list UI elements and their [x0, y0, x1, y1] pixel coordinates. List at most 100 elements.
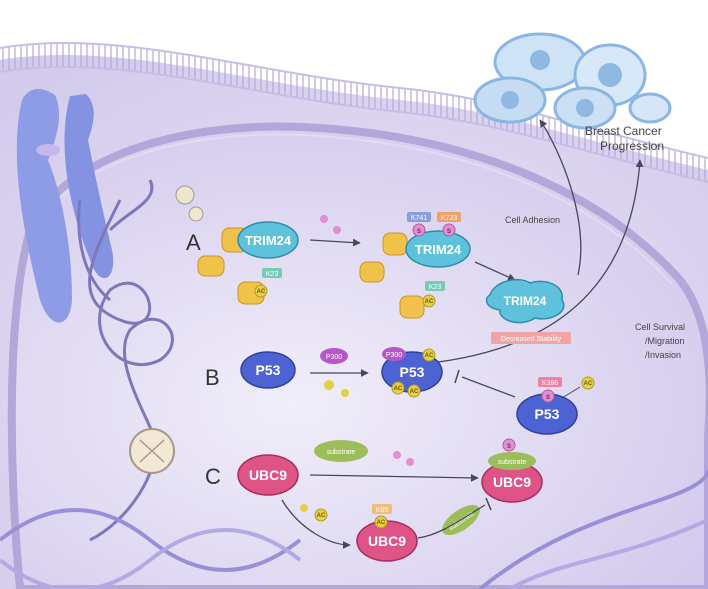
acetyl-label-b2: AC: [394, 386, 403, 392]
p300-label-2: P300: [386, 352, 402, 359]
p300-label: P300: [326, 354, 342, 361]
arrow-c-1: [309, 473, 479, 482]
p53-label-3: P53: [535, 406, 560, 422]
acetyl-label-1: AC: [257, 289, 266, 295]
cancer-cells-icon: [473, 32, 672, 130]
trim24-sumoylated-protein: TRIM24: [405, 230, 471, 268]
trim24-protein: TRIM24: [237, 221, 299, 259]
sumo-dot-b: [333, 226, 341, 234]
inhibition-bar-c: [485, 497, 492, 511]
adhesion-arrow: [539, 119, 582, 276]
trim24-label: TRIM24: [245, 233, 292, 248]
trim24-label-2: TRIM24: [415, 242, 462, 257]
p53-protein: P53: [240, 351, 296, 389]
sumo-label-c: S: [507, 444, 511, 450]
substrate-2: substrate: [488, 452, 536, 470]
arrow-c-2: [281, 499, 351, 549]
acetyl-mod-b4: AC: [581, 376, 595, 390]
ubc9-sumoylated-protein: UBC9: [481, 461, 543, 503]
dna-helix-icon: [0, 469, 708, 589]
nucleosome-stack-2: [359, 232, 425, 319]
acetyl-label-b3: AC: [410, 389, 419, 395]
acetyl-mod-c1: AC: [314, 508, 328, 522]
trim24-label-3: TRIM24: [504, 294, 547, 308]
panel-c: UBC9 substrate UBC9 substrate S AC: [237, 438, 543, 562]
k65-label: K65: [376, 507, 389, 514]
acetyl-dot-b2: [341, 389, 349, 397]
ubc9-label-2: UBC9: [493, 474, 531, 490]
inhibition-bar-b: [454, 369, 460, 384]
sumo-mod-1: S: [412, 223, 426, 237]
decreased-stability-tag: Decreased Stability: [491, 332, 571, 344]
acetyl-mod-c2: AC: [374, 515, 388, 529]
sumo-label-2: S: [447, 229, 451, 235]
k723-tag: K723: [437, 212, 461, 222]
k23-tag-2: K23: [425, 281, 445, 291]
p53-label-2: P53: [400, 364, 425, 380]
section-c-label: C: [205, 464, 221, 489]
trim24-degraded-protein: TRIM24: [485, 279, 565, 324]
acetyl-mod-b2: AC: [391, 381, 405, 395]
k741-label: K741: [411, 215, 427, 222]
migration-label: /Migration: [645, 336, 685, 346]
k23-tag: K23: [262, 268, 282, 278]
sumo-mod-b: S: [541, 389, 555, 403]
nucleosome-icon: [129, 185, 204, 474]
blocked-acetyl-arrow: [561, 386, 581, 399]
progression-label: Progression: [600, 139, 664, 153]
sumo-label-b: S: [546, 395, 550, 401]
substrate-1: substrate: [314, 440, 368, 462]
ubc9-protein: UBC9: [237, 454, 299, 496]
arrow-a-1: [309, 238, 361, 247]
k65-tag: K65: [372, 504, 392, 514]
panel-b: P53 P300 P53 P300 AC AC AC: [240, 347, 595, 435]
acetyl-label-2: AC: [425, 299, 434, 305]
section-a-label: A: [186, 230, 201, 255]
arrow-a-2: [474, 261, 516, 281]
cell-adhesion-label: Cell Adhesion: [505, 215, 560, 225]
sumo-mod-2: S: [442, 223, 456, 237]
sumo-dot-c2: [406, 458, 414, 466]
sumo-dot-c1: [393, 451, 401, 459]
cell-survival-label: Cell Survival: [635, 322, 685, 332]
sumo-mod-c: S: [502, 438, 516, 452]
invasion-label: /Invasion: [645, 350, 681, 360]
p300-enzyme: P300: [320, 348, 348, 364]
acetyl-mod-b3: AC: [407, 384, 421, 398]
acetyl-label-b1: AC: [425, 353, 434, 359]
section-b-label: B: [205, 365, 220, 390]
sumo-dot-a: [320, 215, 328, 223]
ubc9-label-3: UBC9: [368, 533, 406, 549]
acetyl-dot-b1: [324, 380, 334, 390]
inhibition-line-c: [417, 504, 486, 539]
survival-arrow: [409, 159, 644, 366]
substrate-label-1: substrate: [327, 449, 356, 456]
k386-tag: K386: [538, 377, 562, 387]
inhibition-line-b: [461, 376, 516, 398]
k23-label-2: K23: [429, 284, 442, 291]
p300-bound: P300: [382, 347, 406, 361]
chromosome-icon: [16, 88, 114, 323]
decreased-stability-label: Decreased Stability: [501, 336, 562, 343]
acetyl-dot-c: [300, 504, 308, 512]
panel-a: TRIM24 K23 AC K741 K723 TRI: [197, 212, 571, 344]
k386-label: K386: [542, 380, 558, 387]
k741-tag: K741: [407, 212, 431, 222]
breast-cancer-label: Breast Cancer: [585, 124, 662, 138]
acetyl-label-b4: AC: [584, 381, 593, 387]
substrate-label-2: substrate: [498, 459, 527, 466]
k23-label: K23: [266, 271, 279, 278]
p53-label: P53: [256, 362, 281, 378]
acetyl-mod-1: AC: [254, 284, 268, 298]
sumo-label-1: S: [417, 229, 421, 235]
ubc9-label: UBC9: [249, 467, 287, 483]
acetyl-label-c2: AC: [377, 520, 386, 526]
k723-label: K723: [441, 215, 457, 222]
p53-sumoylated-protein: P53: [516, 393, 578, 435]
acetyl-mod-2: AC: [422, 294, 436, 308]
acetyl-mod-b1: AC: [422, 348, 436, 362]
ubc9-acetylated-protein: UBC9: [356, 520, 418, 562]
acetyl-label-c1: AC: [317, 513, 326, 519]
